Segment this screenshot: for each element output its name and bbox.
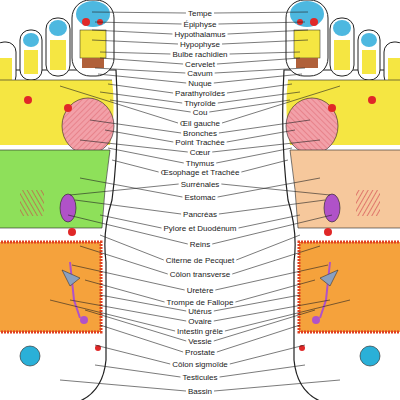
organ-label: Bassin (188, 387, 212, 396)
organ-label: Trompe de Fallope (167, 298, 234, 307)
organ-label: Thyroïde (184, 99, 216, 108)
leader-line (235, 280, 315, 302)
organ-label: Bronches (183, 129, 217, 138)
leader-line (230, 52, 300, 54)
organ-label: Cou (193, 108, 208, 117)
leader-line (215, 68, 305, 73)
leader-line (222, 86, 340, 123)
leader-line (80, 178, 182, 197)
leader-line (218, 178, 320, 197)
leader-line (100, 215, 162, 228)
organ-label: Côlon transverse (170, 270, 230, 279)
leader-line (75, 200, 181, 214)
organ-label: Œil gauche (180, 119, 220, 128)
organ-label: Reins (190, 240, 210, 249)
leader-line (238, 215, 300, 228)
organ-label: Cœur (190, 148, 210, 157)
leader-line (214, 12, 308, 13)
leader-line (72, 265, 185, 290)
organ-label: Point Trachée (175, 138, 224, 147)
leader-line (236, 235, 300, 260)
organ-label: Ovaire (188, 317, 212, 326)
organ-label: Estomac (184, 193, 215, 202)
organ-label: Nuque (188, 79, 212, 88)
leader-line (108, 148, 184, 163)
organ-label: Cavum (187, 69, 212, 78)
leader-line (219, 120, 310, 133)
leader-line (85, 280, 165, 302)
leader-line (90, 120, 181, 133)
leader-line (217, 58, 300, 64)
organ-label: Uretère (187, 286, 214, 295)
organ-label: Testicules (182, 373, 217, 382)
organ-label: Épiphyse (184, 20, 217, 29)
organ-label: Tempe (188, 9, 212, 18)
leader-line (227, 130, 295, 142)
organ-label: Hypophyse (180, 40, 220, 49)
leader-line (112, 160, 159, 172)
leader-line (95, 365, 180, 377)
leader-line (60, 380, 186, 391)
leader-line (214, 380, 340, 391)
leader-line (222, 40, 308, 44)
organ-label: Pylore et Duodénum (164, 224, 237, 233)
leader-line (108, 84, 173, 93)
leader-line (98, 74, 186, 83)
leader-line (110, 100, 191, 112)
organ-label: Thymus (186, 159, 214, 168)
organ-label: Pancréas (183, 210, 217, 219)
leader-line (95, 22, 182, 24)
leader-line (100, 92, 182, 103)
leader-line (225, 300, 350, 331)
leader-line (92, 30, 172, 34)
leader-line (50, 300, 175, 331)
organ-label: Cervelet (185, 60, 215, 69)
leader-line (230, 345, 305, 364)
leader-line (100, 235, 164, 260)
leader-line (105, 130, 173, 142)
leader-line (215, 265, 328, 290)
leader-line (92, 40, 178, 44)
leader-line (100, 52, 170, 54)
leader-line (220, 365, 305, 377)
leader-line (228, 30, 308, 34)
leader-line (227, 84, 292, 93)
leader-line (80, 140, 188, 152)
leader-line (212, 140, 320, 152)
organ-label: Citerne de Pecquet (166, 256, 235, 265)
leader-line (241, 160, 288, 172)
leader-line (209, 100, 290, 112)
leader-line (95, 68, 185, 73)
organ-label: Bulbe rachidien (172, 50, 227, 59)
leader-line (92, 12, 186, 13)
organ-label: Parathyroïdes (175, 89, 225, 98)
right-foot (283, 0, 400, 400)
leader-line (216, 148, 292, 163)
left-foot (0, 0, 117, 400)
organ-label: Côlon sigmoïde (172, 360, 228, 369)
organ-label: Hypothalamus (174, 30, 225, 39)
organ-label: Utérus (188, 307, 212, 316)
leader-line (217, 325, 300, 352)
leader-line (60, 86, 178, 123)
leader-line (100, 325, 183, 352)
leader-line (214, 74, 302, 83)
organ-label: Œsophage et Trachée (161, 168, 240, 177)
leader-line (100, 58, 183, 64)
leader-line (218, 22, 305, 24)
organ-label: Vessie (188, 337, 212, 346)
organ-label: Surrénales (181, 180, 220, 189)
leader-line (218, 92, 300, 103)
organ-label: Intestin grêle (177, 327, 223, 336)
organ-label: Prostate (185, 348, 215, 357)
leader-line (95, 345, 170, 364)
leader-line (219, 200, 325, 214)
